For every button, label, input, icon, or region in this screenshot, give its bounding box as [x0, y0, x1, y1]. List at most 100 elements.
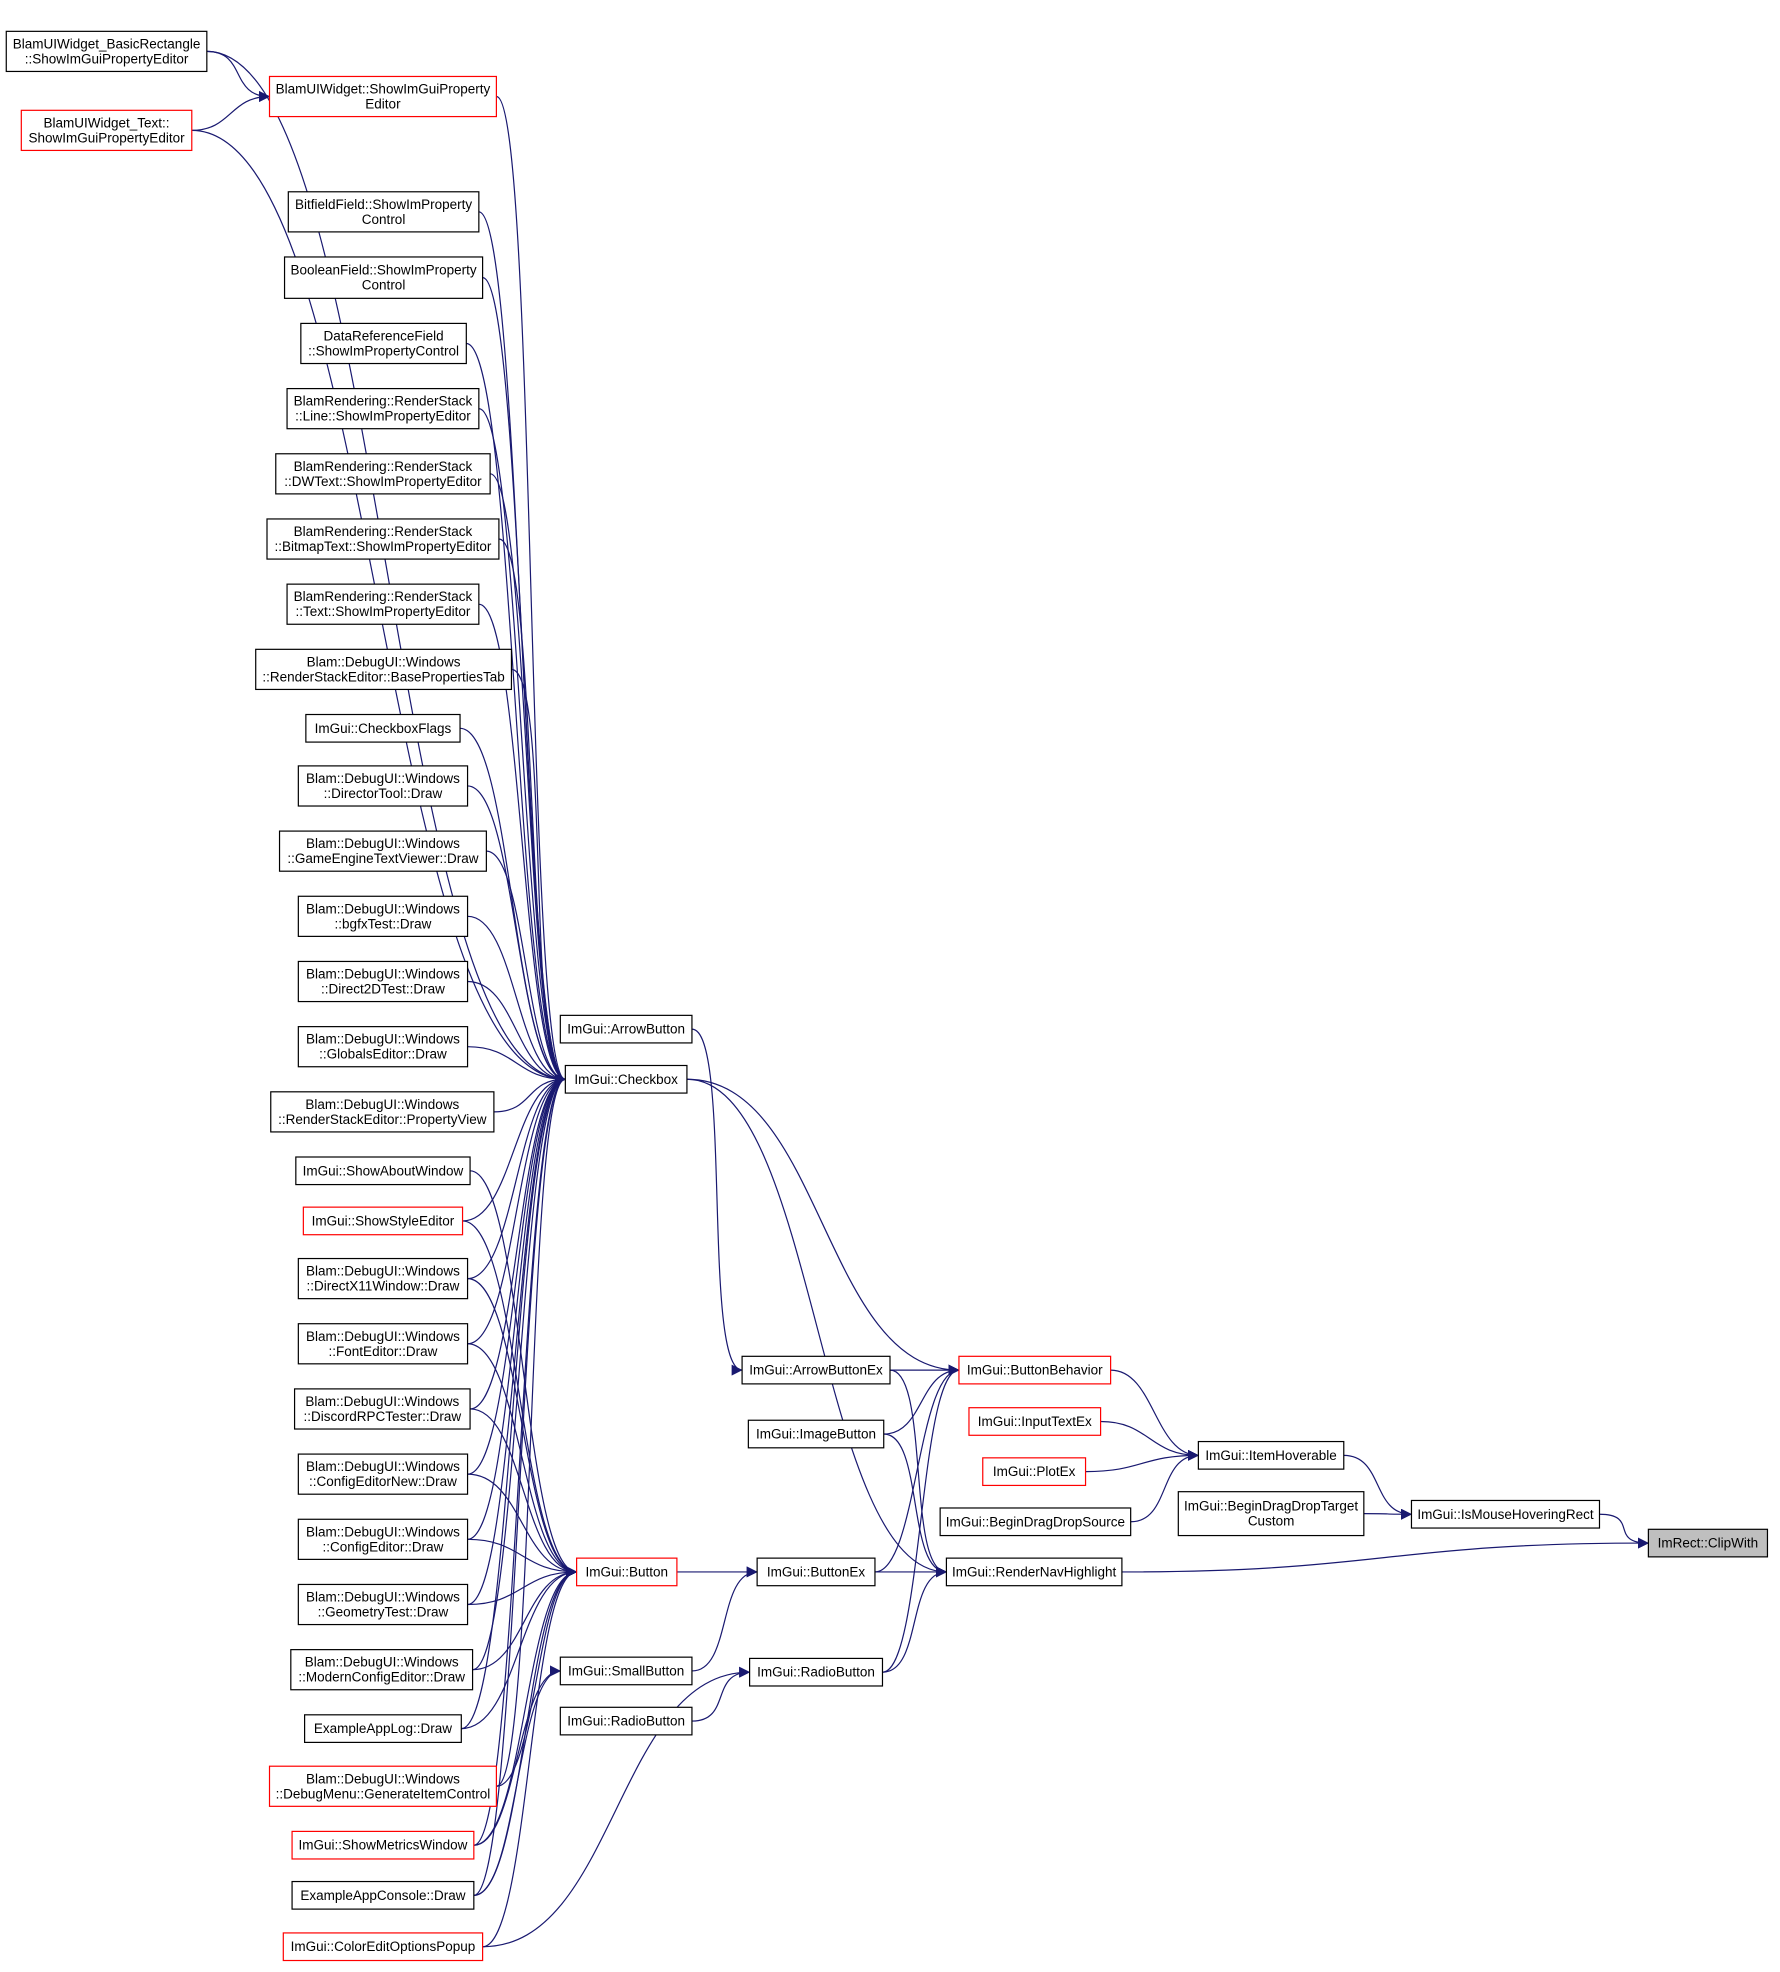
- node-bgfxtest[interactable]: Blam::DebugUI::Windows::bgfxTest::Draw: [297, 895, 469, 937]
- node-modernconfig[interactable]: Blam::DebugUI::Windows::ModernConfigEdit…: [290, 1649, 474, 1691]
- node-rs_dwtext[interactable]: BlamRendering::RenderStack::DWText::Show…: [275, 453, 491, 495]
- node-box-bitfield: [287, 191, 480, 233]
- node-boolean[interactable]: BooleanField::ShowImPropertyControl: [283, 256, 484, 299]
- node-box-radiobutton1: [559, 1706, 693, 1736]
- node-label-rs_line-1: ::Line::ShowImPropertyEditor: [295, 409, 471, 424]
- node-box-gametextviewer: [278, 830, 487, 872]
- node-dataref[interactable]: DataReferenceField::ShowImPropertyContro…: [300, 322, 467, 365]
- node-box-checkbox: [564, 1064, 688, 1094]
- node-smallbutton[interactable]: ImGui::SmallButton: [559, 1656, 693, 1686]
- node-uiwidget[interactable]: BlamUIWidget::ShowImGuiPropertyEditor: [268, 75, 497, 118]
- node-checkbox[interactable]: ImGui::Checkbox: [564, 1064, 688, 1094]
- node-rse_propview[interactable]: Blam::DebugUI::Windows::RenderStackEdito…: [270, 1091, 495, 1133]
- node-button[interactable]: ImGui::Button: [576, 1557, 678, 1587]
- node-buttonbehavior[interactable]: ImGui::ButtonBehavior: [958, 1355, 1112, 1385]
- node-configeditor[interactable]: Blam::DebugUI::Windows::ConfigEditor::Dr…: [297, 1518, 469, 1560]
- node-box-exampleappconsole: [291, 1880, 475, 1910]
- node-label-globalseditor-1: ::GlobalsEditor::Draw: [319, 1047, 447, 1062]
- node-plotex[interactable]: ImGui::PlotEx: [982, 1457, 1087, 1487]
- node-label-uiwidget-0: BlamUIWidget::ShowImGuiProperty: [276, 82, 491, 97]
- node-exampleapplog[interactable]: ExampleAppLog::Draw: [304, 1714, 462, 1743]
- node-arrowbutton[interactable]: ImGui::ArrowButton: [559, 1014, 693, 1044]
- edge-gametextviewer-to-checkbox: [486, 850, 566, 1085]
- node-uitext[interactable]: BlamUIWidget_Text::ShowImGuiPropertyEdit…: [20, 109, 193, 152]
- node-box-bgfxtest: [297, 895, 469, 937]
- edge-plotex-to-itemhoverable: [1085, 1449, 1199, 1473]
- node-box-direct2dtest: [297, 960, 469, 1003]
- node-itemhoverable[interactable]: ImGui::ItemHoverable: [1197, 1440, 1345, 1470]
- node-box-rs_dwtext: [275, 453, 491, 495]
- node-label-inputtextex-0: ImGui::InputTextEx: [978, 1414, 1092, 1429]
- node-direct2dtest[interactable]: Blam::DebugUI::Windows::Direct2DTest::Dr…: [297, 960, 469, 1003]
- edge-inputtextex-to-itemhoverable: [1100, 1420, 1199, 1461]
- node-label-ismousehoveringrect-0: ImGui::IsMouseHoveringRect: [1417, 1507, 1594, 1522]
- node-coloreditoptions[interactable]: ImGui::ColorEditOptionsPopup: [282, 1932, 484, 1962]
- node-fonteditor[interactable]: Blam::DebugUI::Windows::FontEditor::Draw: [297, 1323, 469, 1365]
- node-checkboxflags[interactable]: ImGui::CheckboxFlags: [305, 713, 461, 743]
- edge-radiobutton1-to-radiobutton2: [691, 1666, 751, 1722]
- edge-buttonex-to-buttonbehavior: [874, 1364, 960, 1573]
- node-globalseditor[interactable]: Blam::DebugUI::Windows::GlobalsEditor::D…: [297, 1026, 469, 1068]
- node-bitfield[interactable]: BitfieldField::ShowImPropertyControl: [287, 191, 480, 233]
- node-label-showstyleeditor-0: ImGui::ShowStyleEditor: [312, 1213, 455, 1228]
- edge-fonteditor-to-button: [467, 1343, 578, 1578]
- node-radiobutton1[interactable]: ImGui::RadioButton: [559, 1706, 693, 1736]
- node-label-buttonex-0: ImGui::ButtonEx: [767, 1564, 866, 1579]
- node-ismousehoveringrect[interactable]: ImGui::IsMouseHoveringRect: [1410, 1499, 1601, 1529]
- node-box-uitext: [20, 109, 193, 152]
- node-directortool[interactable]: Blam::DebugUI::Windows::DirectorTool::Dr…: [297, 765, 469, 807]
- node-gametextviewer[interactable]: Blam::DebugUI::Windows::GameEngineTextVi…: [278, 830, 487, 872]
- node-rs_line[interactable]: BlamRendering::RenderStack::Line::ShowIm…: [286, 387, 480, 430]
- node-rendernavhighlight[interactable]: ImGui::RenderNavHighlight: [945, 1557, 1123, 1587]
- node-label-begindragdropsource-0: ImGui::BeginDragDropSource: [946, 1514, 1125, 1529]
- node-imagebutton[interactable]: ImGui::ImageButton: [747, 1419, 885, 1449]
- node-label-rs_dwtext-1: ::DWText::ShowImPropertyEditor: [284, 474, 482, 489]
- edge-globalseditor-to-checkbox: [467, 1046, 566, 1085]
- node-label-showmetrics-0: ImGui::ShowMetricsWindow: [299, 1838, 468, 1853]
- node-geometrytest[interactable]: Blam::DebugUI::Windows::GeometryTest::Dr…: [297, 1583, 469, 1626]
- node-root[interactable]: ImRect::ClipWith: [1647, 1528, 1769, 1558]
- edge-radiobutton2-to-buttonbehavior: [882, 1364, 960, 1673]
- node-configeditornew[interactable]: Blam::DebugUI::Windows::ConfigEditorNew:…: [297, 1453, 469, 1495]
- node-rse_baseprops[interactable]: Blam::DebugUI::Windows::RenderStackEdito…: [255, 648, 513, 691]
- node-box-plotex: [982, 1457, 1087, 1487]
- node-box-button: [576, 1557, 678, 1587]
- node-arrowbuttonex[interactable]: ImGui::ArrowButtonEx: [741, 1355, 891, 1385]
- node-discordrpc[interactable]: Blam::DebugUI::Windows::DiscordRPCTester…: [293, 1388, 471, 1430]
- node-label-begindragdroptargetcustom-1: Custom: [1248, 1514, 1295, 1529]
- node-box-directortool: [297, 765, 469, 807]
- node-box-configeditor: [297, 1518, 469, 1560]
- node-box-generateitemcontrol: [268, 1765, 497, 1807]
- node-directx11window[interactable]: Blam::DebugUI::Windows::DirectX11Window:…: [297, 1257, 469, 1300]
- node-showaboutwindow[interactable]: ImGui::ShowAboutWindow: [295, 1156, 471, 1186]
- node-label-begindragdroptargetcustom-0: ImGui::BeginDragDropTarget: [1184, 1499, 1358, 1514]
- edge-radiobutton2-to-rendernavhighlight: [882, 1566, 947, 1673]
- node-begindragdropsource[interactable]: ImGui::BeginDragDropSource: [939, 1507, 1132, 1537]
- node-generateitemcontrol[interactable]: Blam::DebugUI::Windows::DebugMenu::Gener…: [268, 1765, 497, 1807]
- edge-directx11window-to-checkbox: [467, 1073, 566, 1280]
- edge-coloreditoptions-to-button: [482, 1566, 578, 1948]
- edge-rs_text-to-checkbox: [478, 603, 566, 1085]
- node-box-configeditornew: [297, 1453, 469, 1495]
- node-inputtextex[interactable]: ImGui::InputTextEx: [968, 1407, 1102, 1436]
- node-showmetrics[interactable]: ImGui::ShowMetricsWindow: [291, 1830, 475, 1860]
- node-rs_bitmaptext[interactable]: BlamRendering::RenderStack::BitmapText::…: [266, 518, 500, 560]
- node-box-rendernavhighlight: [945, 1557, 1123, 1587]
- node-buttonex[interactable]: ImGui::ButtonEx: [756, 1557, 876, 1587]
- node-box-showstyleeditor: [302, 1206, 464, 1236]
- edge-geometrytest-to-checkbox: [467, 1073, 566, 1606]
- node-box-root: [1647, 1528, 1769, 1558]
- node-basicrect[interactable]: BlamUIWidget_BasicRectangle::ShowImGuiPr…: [5, 30, 208, 73]
- node-box-dataref: [300, 322, 467, 365]
- node-showstyleeditor[interactable]: ImGui::ShowStyleEditor: [302, 1206, 464, 1236]
- node-radiobutton2[interactable]: ImGui::RadioButton: [749, 1657, 884, 1687]
- node-rs_text[interactable]: BlamRendering::RenderStack::Text::ShowIm…: [286, 583, 480, 625]
- node-label-exampleapplog-0: ExampleAppLog::Draw: [314, 1721, 452, 1736]
- node-label-arrowbutton-0: ImGui::ArrowButton: [567, 1022, 685, 1037]
- node-exampleappconsole[interactable]: ExampleAppConsole::Draw: [291, 1880, 475, 1910]
- node-label-root-0: ImRect::ClipWith: [1658, 1536, 1759, 1551]
- node-box-checkboxflags: [305, 713, 461, 743]
- edge-checkbox-to-rendernavhighlight: [686, 1078, 947, 1578]
